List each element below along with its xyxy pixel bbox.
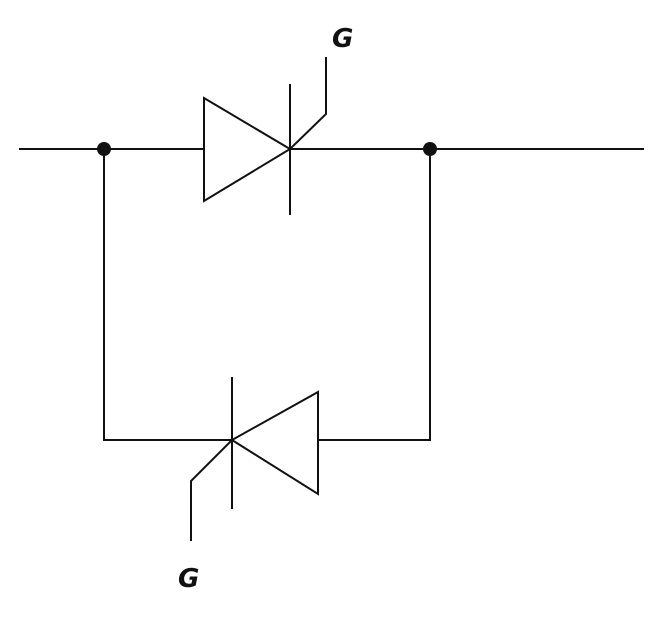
gate-label-bottom: G xyxy=(178,564,200,594)
thyristor-top-triangle xyxy=(203,96,292,203)
thyristor-bottom xyxy=(190,377,319,541)
gate-label-top: G xyxy=(332,24,354,54)
thyristor-top xyxy=(203,57,327,215)
thyristor-bottom-triangle xyxy=(230,390,319,496)
thyristor-top-gate-lead xyxy=(288,57,327,151)
thyristor-bottom-gate-lead xyxy=(190,438,234,541)
